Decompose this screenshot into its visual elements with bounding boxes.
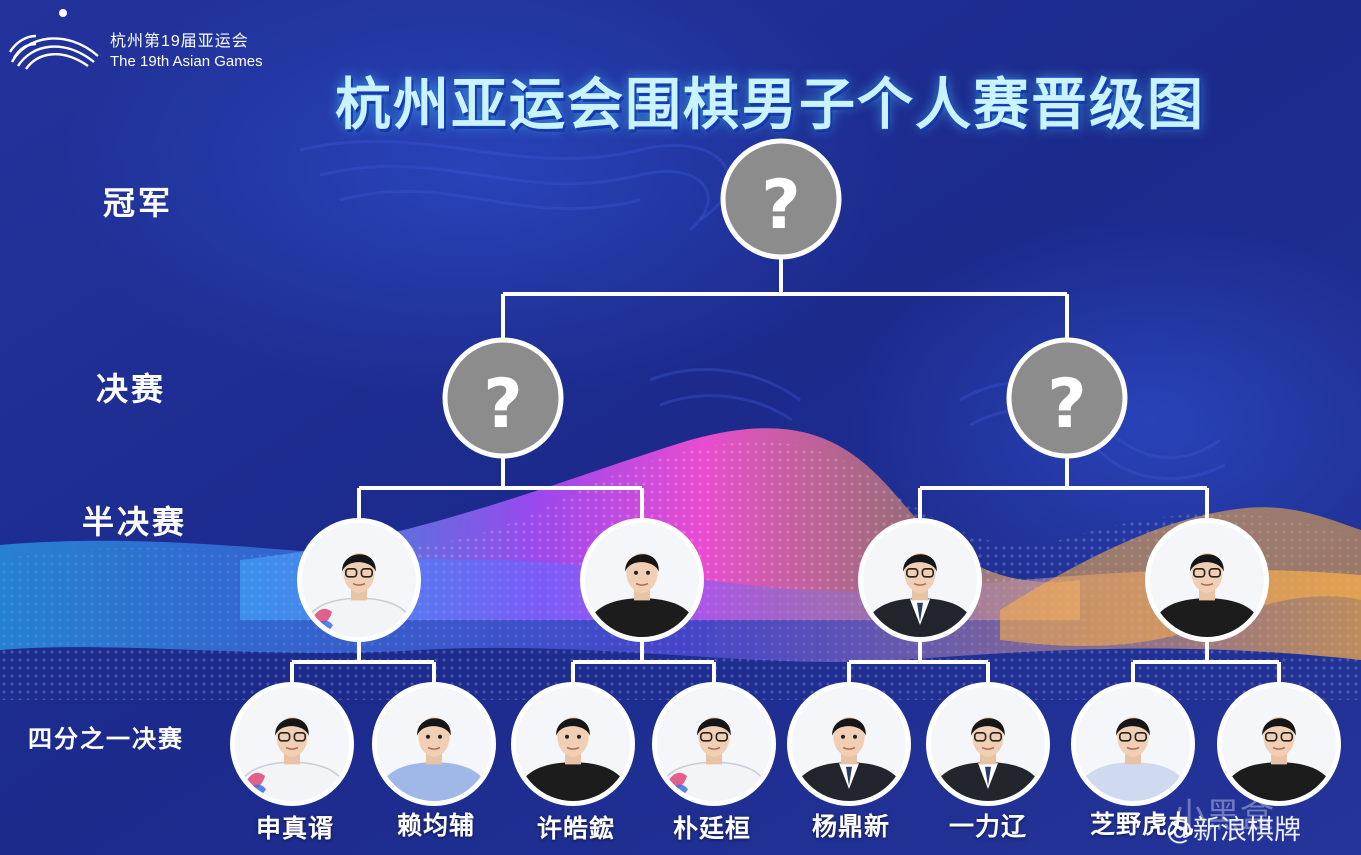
finalist-left-question-mark: ?	[483, 365, 522, 444]
semifinalist-portrait-3	[858, 518, 982, 642]
player-name-7: 芝野虎丸	[1089, 810, 1194, 839]
connector-final-left	[357, 457, 644, 520]
round-label-semifinal: 半决赛	[82, 503, 188, 541]
quarterfinalist-portrait-8	[1217, 682, 1341, 806]
logo-chinese-text: 杭州第19届亚运会	[110, 33, 249, 50]
quarterfinalist-portrait-4	[652, 682, 776, 806]
round-label-quarterfinal: 四分之一决赛	[28, 725, 184, 753]
player-name-1: 申真谞	[255, 814, 334, 843]
player-name-2: 赖均辅	[396, 811, 475, 840]
finalist-right-question-mark: ?	[1047, 365, 1086, 444]
connector-semi-3	[847, 640, 990, 685]
quarterfinalist-portrait-2	[372, 682, 496, 806]
round-label-final: 决赛	[96, 370, 167, 408]
connector-semi-2	[571, 640, 716, 685]
player-name-3: 许皓鋐	[536, 814, 615, 843]
bracket-connectors	[290, 258, 1281, 685]
connector-final-right	[918, 457, 1209, 520]
champion-question-mark: ?	[761, 166, 800, 245]
semifinalist-portrait-1	[297, 518, 421, 642]
round-label-champion: 冠军	[103, 184, 174, 222]
player-name-5: 杨鼎新	[811, 812, 890, 841]
player-name-4: 朴廷桓	[672, 814, 751, 843]
connector-semi-1	[290, 640, 436, 685]
quarterfinalist-portrait-6	[926, 682, 1050, 806]
finalist-node-right: ?	[1006, 337, 1128, 459]
watermark-ghost-text: 小黑盒	[1172, 796, 1274, 836]
watermark-text: @新浪棋牌	[1166, 815, 1301, 846]
connector-champion-finals	[501, 258, 1069, 340]
finalist-node-left: ?	[442, 337, 564, 459]
quarterfinalist-portrait-7	[1071, 682, 1195, 806]
quarterfinalist-portrait-5	[787, 682, 911, 806]
semifinalist-portrait-2	[580, 518, 704, 642]
logo-english-text: The 19th Asian Games	[110, 53, 263, 70]
asian-games-emblem-icon	[8, 9, 99, 70]
semifinalist-portrait-4	[1145, 518, 1269, 642]
page-title: 杭州亚运会围棋男子个人赛晋级图	[335, 73, 1205, 138]
quarterfinalist-portrait-1	[230, 682, 354, 806]
weibo-watermark: 小黑盒 @新浪棋牌	[1086, 796, 1356, 846]
quarterfinalist-portrait-3	[511, 682, 635, 806]
connector-semi-4	[1131, 640, 1281, 685]
player-name-6: 一力辽	[948, 812, 1027, 841]
asian-games-logo: 杭州第19届亚运会 The 19th Asian Games	[6, 6, 286, 76]
champion-node: ?	[720, 138, 842, 260]
